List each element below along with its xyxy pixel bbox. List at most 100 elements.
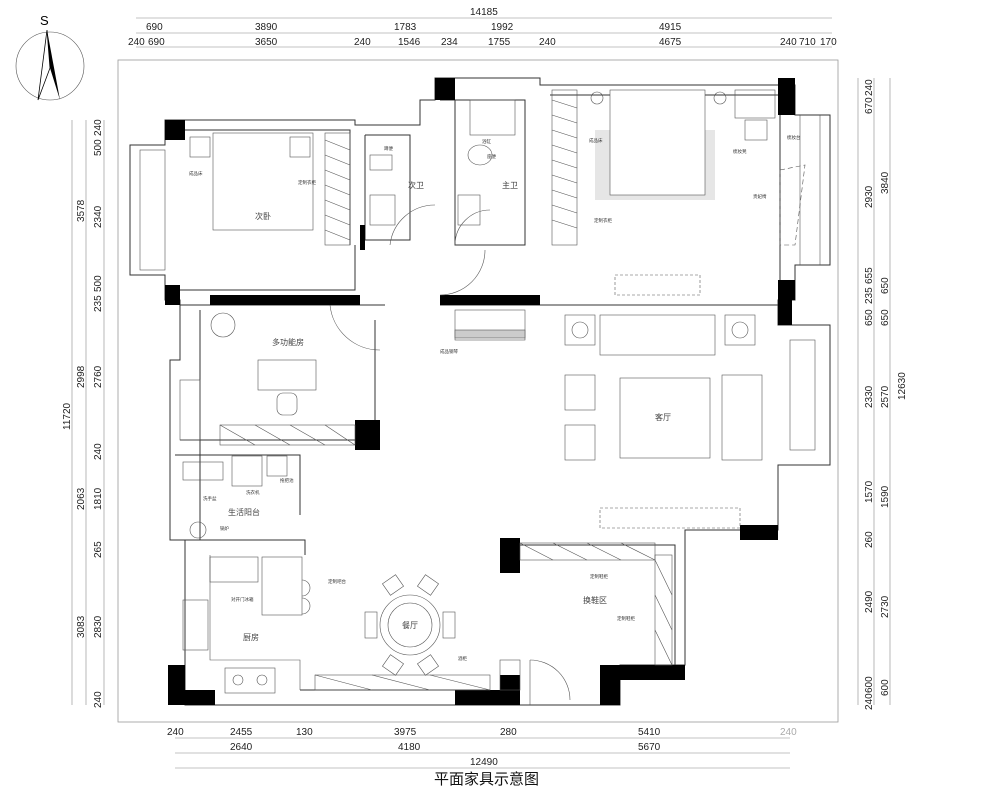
note: 定制鞋柜 (590, 573, 608, 580)
note: 锅炉 (220, 525, 229, 532)
dim-right: 240 (864, 693, 875, 710)
note: 定制衣柜 (594, 217, 612, 224)
left-dimensions: 11720 3578 2998 2063 3083 240 500 2340 5… (62, 119, 104, 708)
doors (329, 204, 571, 705)
room-label: 厨房 (243, 632, 259, 642)
dim-right: 260 (864, 531, 875, 548)
dim-top: 4915 (659, 22, 682, 33)
dim-bottom: 240 (167, 727, 184, 738)
dimension-lines (71, 17, 891, 769)
shoe-cabinet-icon (519, 542, 656, 561)
dim-right: 650 (880, 309, 891, 326)
bottom-dimensions: 240 2455 130 3975 280 5410 240 2640 4180… (167, 727, 797, 768)
dim-bottom: 240 (780, 727, 797, 738)
note: 对开门冰箱 (231, 596, 254, 603)
dim-left: 2998 (76, 365, 87, 388)
dim-right: 670 (864, 97, 875, 114)
dim-left: 2063 (76, 487, 87, 510)
dim-right: 600 (864, 676, 875, 693)
dim-left: 3083 (76, 615, 87, 638)
dim-top: 240 (128, 37, 145, 48)
dim-left: 240 (93, 443, 104, 460)
dim-left: 240 (93, 119, 104, 136)
drawing-title: 平面家具示意图 (434, 770, 539, 788)
sink-icon (182, 599, 209, 651)
note: 梳妆凳 (733, 148, 747, 155)
dim-top: 1755 (488, 37, 511, 48)
dim-left: 2340 (93, 205, 104, 228)
dim-right: 2570 (880, 385, 891, 408)
dim-right: 1570 (864, 480, 875, 503)
dim-right: 650 (880, 277, 891, 294)
dim-bottom: 130 (296, 727, 313, 738)
dim-top: 3890 (255, 22, 278, 33)
dim-right: 240 (864, 79, 875, 96)
right-dimensions: 240 670 2930 655 235 650 2330 1570 260 2… (864, 79, 908, 710)
room-label: 多功能房 (272, 337, 304, 347)
note: 成品床 (189, 170, 203, 177)
dining-table-icon (379, 594, 441, 656)
dim-left: 500 (93, 275, 104, 292)
dim-top: 1992 (491, 22, 514, 33)
dim-top: 3650 (255, 37, 278, 48)
room-labels: 次卧 次卫 主卫 多功能房 客厅 生活阳台 厨房 餐厅 换鞋区 (228, 180, 671, 642)
walls (129, 77, 831, 706)
piano-icon (454, 309, 526, 341)
wardrobe-icon (324, 132, 351, 246)
dim-bottom: 5410 (638, 727, 661, 738)
room-label: 次卧 (255, 211, 271, 221)
dim-right: 600 (880, 679, 891, 696)
note: 成品床 (589, 137, 603, 144)
dim-top: 240 (780, 37, 797, 48)
desk-icon (257, 359, 317, 391)
dim-top: 1546 (398, 37, 421, 48)
room-label: 餐厅 (402, 621, 418, 630)
dim-top: 1783 (394, 22, 417, 33)
dim-top: 4675 (659, 37, 682, 48)
dim-bottom: 2640 (230, 742, 253, 753)
dim-top: 710 (799, 37, 816, 48)
dim-top: 170 (820, 37, 837, 48)
wardrobe-icon (551, 89, 578, 246)
dim-bottom: 3975 (394, 727, 417, 738)
dim-top: 234 (441, 37, 458, 48)
dim-left: 1810 (93, 487, 104, 510)
bed-icon (609, 89, 706, 196)
dim-right-total: 12630 (897, 372, 908, 400)
dim-left: 265 (93, 541, 104, 558)
dim-left: 3578 (76, 199, 87, 222)
toilet-icon (467, 144, 493, 166)
sofa-icon (599, 314, 716, 356)
annotations: 成品床 定制衣柜 蹲便 浴缸 座便 成品床 定制衣柜 梳妆台 梳妆凳 贵妃椅 成… (189, 134, 801, 662)
dim-left: 2760 (93, 365, 104, 388)
note: 拖把池 (280, 477, 294, 484)
room-label: 生活阳台 (228, 507, 260, 517)
compass-icon: S (15, 13, 85, 101)
dim-right: 2730 (880, 595, 891, 618)
dim-left: 240 (93, 691, 104, 708)
dim-right: 3840 (880, 171, 891, 194)
dim-left: 235 (93, 295, 104, 312)
dim-right: 2930 (864, 185, 875, 208)
note: 贵妃椅 (753, 193, 767, 200)
dim-left: 2830 (93, 615, 104, 638)
note: 定制吧台 (328, 578, 346, 585)
dim-top: 240 (539, 37, 556, 48)
room-label: 主卫 (502, 180, 518, 190)
dim-right: 655 (864, 267, 875, 284)
coffee-table-icon (619, 377, 711, 459)
bathtub-icon (469, 99, 516, 136)
dim-right: 1590 (880, 485, 891, 508)
wine-cabinet-icon (314, 674, 491, 691)
note: 浴缸 (482, 138, 491, 145)
bed-icon (212, 132, 314, 231)
dim-bottom: 4180 (398, 742, 421, 753)
dim-bottom: 5670 (638, 742, 661, 753)
note: 定制鞋柜 (617, 615, 635, 622)
dim-right: 2330 (864, 385, 875, 408)
compass-label: S (40, 13, 49, 28)
note: 洗手盆 (203, 495, 217, 502)
room-label: 换鞋区 (583, 595, 607, 605)
dim-bottom-total: 12490 (470, 757, 498, 768)
drawing-frame (117, 59, 839, 723)
